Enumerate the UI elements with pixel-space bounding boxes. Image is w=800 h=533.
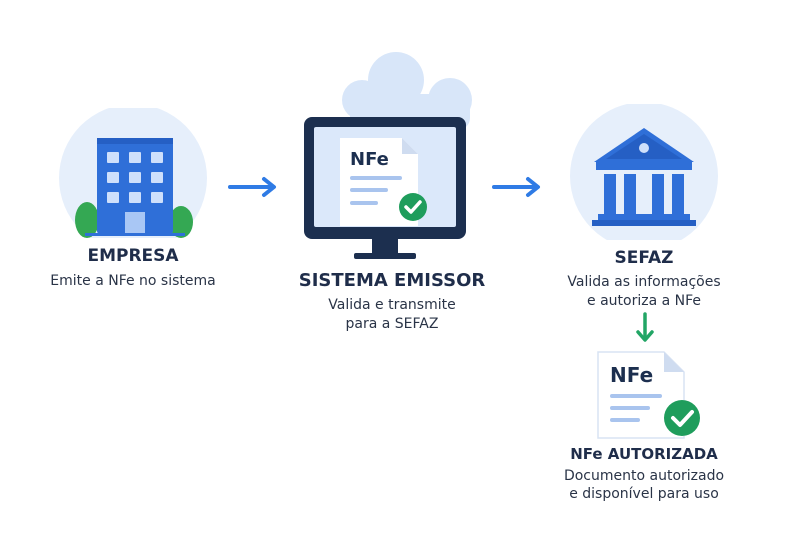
arrow-right-icon xyxy=(228,177,276,197)
authorized-document-icon: NFe xyxy=(597,351,700,439)
empresa-icon-group xyxy=(55,104,211,252)
step-title-empresa: EMPRESA xyxy=(87,246,179,266)
computer-monitor-icon: NFe xyxy=(304,52,472,259)
sefaz-icon-group xyxy=(566,102,722,250)
arrow-down-icon xyxy=(636,312,654,342)
step-description-sistema-emissor-line2: para a SEFAZ xyxy=(345,316,439,332)
step-description-nfe-autorizada-line1: Documento autorizado xyxy=(563,468,725,484)
step-description-sefaz-line1: Valida as informações xyxy=(567,274,721,290)
monitor-doc-label: NFe xyxy=(350,149,389,170)
sistema-emissor-icon-group: NFe xyxy=(300,50,484,262)
authorized-doc-label: NFe xyxy=(610,363,653,387)
arrow-right-icon xyxy=(492,177,540,197)
step-title-sistema-emissor: SISTEMA EMISSOR xyxy=(298,270,486,291)
step-title-sefaz: SEFAZ xyxy=(614,248,674,268)
step-description-nfe-autorizada-line2: e disponível para uso xyxy=(569,486,719,502)
government-building-icon xyxy=(570,102,718,250)
step-description-sefaz-line2: e autoriza a NFe xyxy=(587,293,701,309)
step-description-empresa: Emite a NFe no sistema xyxy=(50,273,216,289)
office-building-icon xyxy=(59,104,207,252)
step-title-nfe-autorizada: NFe AUTORIZADA xyxy=(570,445,718,463)
step-description-sistema-emissor-line1: Valida e transmite xyxy=(328,297,456,313)
nfe-autorizada-icon-group: NFe xyxy=(596,350,706,440)
